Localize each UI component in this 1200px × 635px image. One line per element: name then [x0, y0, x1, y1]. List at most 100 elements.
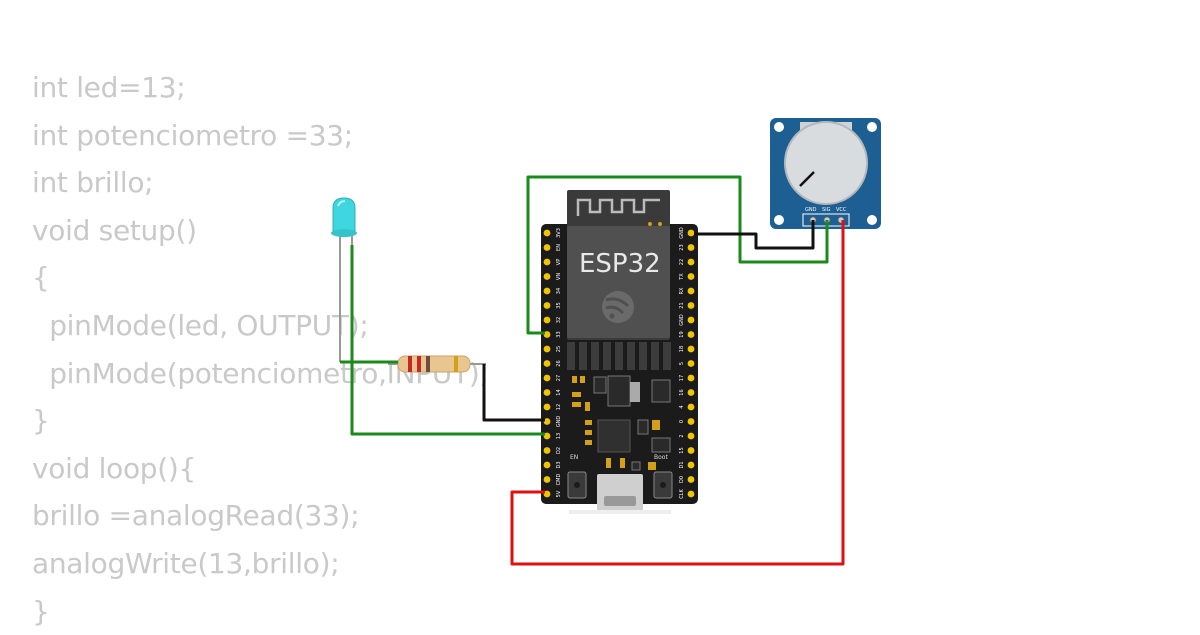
pot-pin-label-gnd: GND [805, 207, 817, 213]
esp32-board[interactable]: ESP32 [541, 190, 698, 514]
header-pin[interactable] [687, 287, 695, 295]
header-pin[interactable] [543, 244, 551, 251]
header-pin[interactable] [543, 345, 551, 353]
header-pin[interactable] [687, 374, 695, 382]
header-pin[interactable] [543, 490, 551, 498]
code-line: } [32, 404, 50, 438]
wire-resistor-to-gnd [482, 364, 545, 422]
header-pin[interactable] [543, 461, 551, 469]
pin-label: CLK [679, 489, 685, 499]
header-pin[interactable] [687, 244, 695, 251]
antenna-dot [658, 222, 662, 226]
mount-hole [774, 122, 784, 132]
micro-usb-port[interactable] [569, 474, 671, 514]
led[interactable] [331, 197, 357, 362]
header-pin[interactable] [687, 389, 695, 396]
mount-hole [867, 215, 877, 225]
header-pin[interactable] [687, 345, 695, 353]
pin-label: VN [556, 273, 562, 280]
header-pin[interactable] [687, 490, 695, 498]
header-pin[interactable] [543, 476, 551, 483]
pin-label: D1 [679, 461, 685, 468]
header-pin[interactable] [543, 447, 551, 454]
header-pin[interactable] [687, 302, 695, 309]
header-pin[interactable] [687, 229, 695, 237]
resistor-band [454, 356, 458, 372]
header-pin[interactable] [687, 461, 695, 469]
code-line: int brillo; [32, 166, 154, 200]
led-highlight [337, 200, 346, 207]
header-pin[interactable] [687, 476, 695, 483]
pin-label: 14 [556, 389, 562, 395]
pin-label: 23 [679, 244, 685, 250]
pin-label: 0 [679, 420, 685, 423]
pin-label: 5V [556, 490, 562, 497]
code-line: int led=13; [32, 71, 186, 104]
boot-button[interactable] [653, 471, 673, 499]
header-pin[interactable] [543, 360, 551, 367]
pin-label: 22 [679, 259, 685, 265]
espressif-logo-icon [602, 291, 634, 323]
pin-label: RX [679, 287, 685, 294]
pin-label: 12 [556, 404, 562, 410]
header-pin[interactable] [687, 432, 695, 440]
en-button[interactable] [567, 471, 587, 499]
header-pin[interactable] [543, 302, 551, 309]
header-pin[interactable] [543, 403, 551, 411]
header-pin[interactable] [687, 447, 695, 454]
header-pin[interactable] [543, 273, 551, 280]
pin-label: 27 [556, 375, 562, 381]
pin-label: 5 [679, 362, 685, 365]
module-pads [567, 342, 671, 370]
pin-label: 19 [679, 331, 685, 337]
header-pin[interactable] [543, 374, 551, 382]
header-pin[interactable] [543, 258, 551, 266]
resistor-band [417, 356, 421, 372]
header-pin[interactable] [543, 418, 551, 425]
header-pin[interactable] [543, 432, 551, 440]
pin-label: D2 [556, 447, 562, 454]
code-line: int potenciometro =33; [32, 118, 353, 152]
header-pin[interactable] [687, 403, 695, 411]
antenna-dot [648, 222, 652, 226]
pin-label: 4 [679, 405, 685, 408]
header-pin[interactable] [543, 389, 551, 396]
pin-label: 16 [679, 389, 685, 395]
pin-label: GND [679, 227, 685, 239]
code-line: void loop(){ [32, 451, 197, 485]
header-pin[interactable] [687, 360, 695, 367]
header-pin[interactable] [687, 258, 695, 266]
header-pin[interactable] [543, 287, 551, 295]
pin-label: CMD [556, 474, 562, 486]
resistor-band [408, 356, 412, 372]
mount-hole [774, 215, 784, 225]
resistor[interactable] [388, 355, 486, 373]
chip-label: ESP32 [579, 249, 661, 279]
pin-label: D0 [679, 476, 685, 483]
header-pin[interactable] [687, 331, 695, 338]
pin-label: GND [556, 416, 562, 428]
header-pin[interactable] [687, 273, 695, 280]
mount-hole [867, 122, 877, 132]
module-shield [567, 226, 670, 338]
wire-gnd-to-pot [694, 220, 815, 250]
boot-label: Boot [654, 454, 668, 461]
pin-label: TX [679, 273, 685, 281]
header-pin[interactable] [543, 331, 551, 338]
pin-label: 2 [679, 434, 685, 437]
pin-label: 21 [679, 302, 685, 308]
header-pin[interactable] [543, 229, 551, 237]
header-pin[interactable] [687, 316, 695, 324]
pot-pin-label-sig: SIG [822, 207, 831, 213]
code-line: { [32, 261, 50, 295]
pin-label: 13 [556, 433, 562, 439]
code-line: void setup() [32, 213, 197, 247]
header-pin[interactable] [687, 418, 695, 425]
left-pin-header: 3V3ENVPVN343532332526271412GND13D2D3CMD5… [543, 228, 562, 498]
pin-label: 26 [556, 360, 562, 366]
pin-label: 18 [679, 346, 685, 352]
header-pin[interactable] [543, 316, 551, 324]
pin-label: 17 [679, 375, 685, 381]
potentiometer[interactable]: GND SIG VCC [770, 118, 881, 229]
